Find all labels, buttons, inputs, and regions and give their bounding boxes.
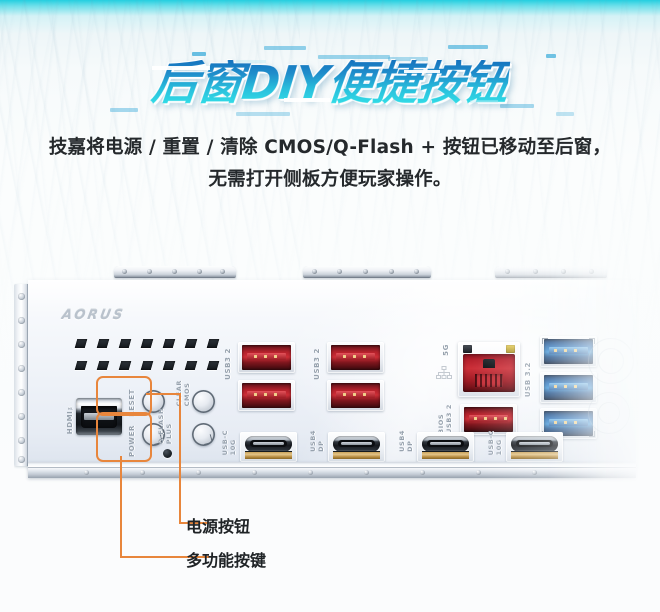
callout-label-power-button: 电源按钮 [186, 517, 251, 536]
decor-dash [236, 112, 290, 116]
usb-a-port-bios [460, 404, 517, 435]
subtitle-line-1: 技嘉将电源 / 重置 / 清除 CMOS/Q-Flash + 按钮已移动至后窗， [48, 137, 612, 158]
top-mount-bracket [495, 266, 607, 278]
motherboard-io-panel: AORUS HD [14, 266, 650, 488]
top-mount-bracket [303, 266, 431, 278]
aorus-logo: AORUS [60, 308, 126, 323]
usb32-right-label: USB 3.2 [524, 362, 532, 398]
bios-usb32-label: BIOS USB3 2 [437, 404, 453, 434]
clear-cmos-button[interactable] [192, 390, 215, 413]
decor-dash [192, 52, 206, 56]
callout-leader-line [120, 456, 122, 557]
usb32-mid-label: USB3 2 [313, 348, 321, 380]
usbc-10g-left-label: USB-C 10G [221, 430, 237, 456]
callout-leader-line [179, 393, 181, 523]
usbc-10g-right-label: USB-C 10G [487, 430, 503, 456]
io-shield-plate: AORUS HD [28, 280, 636, 466]
decor-dash [110, 108, 138, 112]
callout-label-multifunction-button: 多功能按键 [186, 551, 267, 570]
usb-c-port [328, 432, 385, 462]
power-button[interactable] [142, 423, 165, 446]
usb4-dp-label-2: USB4 DP [398, 430, 414, 452]
callout-leader-line [179, 522, 209, 524]
q-flash-led [163, 449, 172, 458]
top-mount-bracket [114, 266, 236, 278]
q-flash-plus-button[interactable] [192, 423, 215, 446]
power-button-box [96, 412, 152, 462]
decor-dash [448, 45, 488, 49]
subtitle-line-2: 无需打开侧板方便玩家操作。 [208, 169, 452, 190]
usb-a-port [327, 342, 384, 373]
callout-leader-line [146, 393, 181, 395]
audio-jack-ghost [598, 402, 620, 424]
hdmi-port [76, 398, 122, 435]
decor-dash [264, 46, 306, 50]
decor-dash [318, 55, 390, 59]
usb32-left-label: USB3 2 [224, 348, 232, 380]
decor-dash [546, 54, 556, 58]
lan-port [458, 342, 520, 397]
usb4-dp-label-1: USB4 DP [309, 430, 325, 452]
usb-c-port [506, 432, 563, 462]
audio-jack-ghost [598, 348, 624, 374]
page-title: 后窗DIY便捷按钮 [149, 56, 511, 110]
usb-a-port [540, 372, 597, 403]
decor-dash [556, 112, 574, 116]
usb-a-port [327, 380, 384, 411]
usb-a-port [238, 380, 295, 411]
page-subtitle: 技嘉将电源 / 重置 / 清除 CMOS/Q-Flash + 按钮已移动至后窗，… [0, 132, 660, 196]
decor-dash [500, 104, 534, 108]
lan-network-icon [436, 366, 452, 379]
usb-a-port [540, 336, 597, 367]
title-block: 后窗DIY便捷按钮 [0, 52, 660, 114]
reset-button-box [96, 376, 152, 416]
q-flash-plus-label: Q-FLASH PLUS [157, 408, 173, 445]
decor-dash [388, 57, 428, 61]
hdmi-label: HDMI™ [66, 402, 74, 435]
lan-5g-label: 5G [442, 344, 450, 356]
callout-leader-line [120, 556, 209, 558]
audio-jack-ghost [588, 338, 634, 384]
reset-button[interactable] [142, 390, 165, 413]
left-mount-bracket [14, 284, 30, 466]
audio-jack-ghost [588, 392, 630, 434]
usb-c-port [417, 432, 474, 462]
usb-c-port [240, 432, 297, 462]
usb-a-port [238, 342, 295, 373]
